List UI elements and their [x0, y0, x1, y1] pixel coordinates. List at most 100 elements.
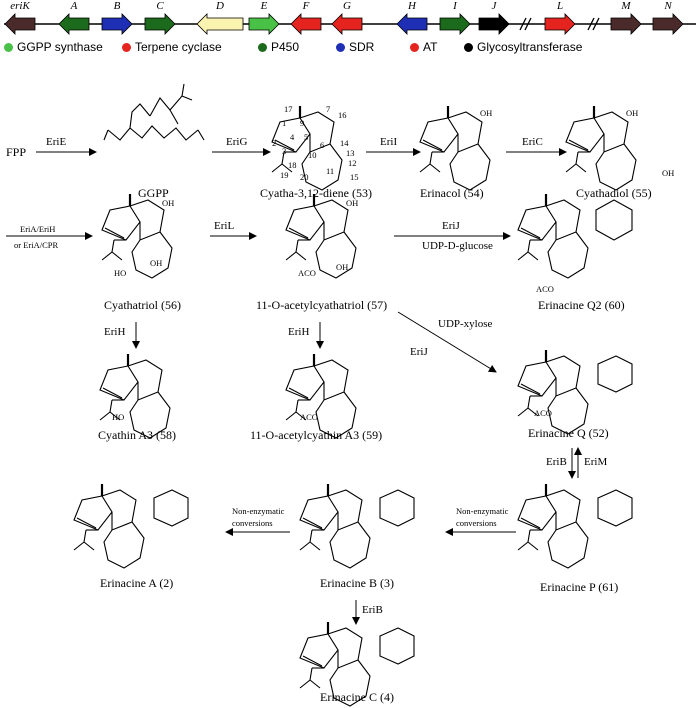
legend-label: Terpene cyclase [135, 40, 222, 54]
legend-item: AT [410, 40, 437, 54]
atom-oh: OH [336, 262, 349, 272]
legend-swatch-icon [336, 43, 345, 52]
atom-aco: ACO [536, 284, 554, 294]
enzyme-erij-1: EriJ [442, 220, 460, 232]
atom-number: 2 [272, 138, 277, 148]
gene-label-e: E [260, 0, 268, 12]
legend-label: SDR [349, 40, 375, 54]
atom-number: 3 [282, 146, 287, 156]
enzyme-erii: EriI [380, 136, 398, 148]
structure-54 [418, 104, 492, 192]
gene-arrow-j [478, 13, 510, 35]
atom-number: 4 [290, 132, 295, 142]
legend-item: SDR [336, 40, 374, 54]
gene-label-n: N [664, 0, 672, 12]
atom-aco: ACO [300, 412, 318, 422]
enzyme-erib-1: EriB [546, 456, 567, 468]
atom-number: 17 [284, 104, 293, 114]
gene-label-h: H [408, 0, 416, 12]
structure-59 [284, 352, 358, 440]
legend-item: P450 [258, 40, 299, 54]
gene-arrow-e [248, 13, 280, 35]
structure-4 [298, 620, 415, 708]
atom-oh: OH [162, 198, 175, 208]
atom-aco: ACO [534, 408, 552, 418]
gene-arrow-d [196, 13, 244, 35]
label-59: 11-O-acetylcyathin A3 (59) [250, 428, 383, 442]
ggpp-structure [103, 83, 205, 141]
legend-item: GGPP synthase [4, 40, 103, 54]
atom-number: 19 [280, 170, 289, 180]
label-fpp: FPP [6, 145, 27, 159]
atom-number: 13 [346, 148, 355, 158]
label-61: Erinacine P (61) [540, 580, 619, 594]
legend-swatch-icon [410, 43, 419, 52]
atom-number: 18 [288, 160, 297, 170]
legend-item: Terpene cyclase [122, 40, 222, 54]
gene-arrow-n [652, 13, 684, 35]
gene-arrow-a [58, 13, 90, 35]
gene-label-b: B [113, 0, 121, 12]
gene-label-l: L [556, 0, 564, 12]
gene-arrow-erik [4, 13, 36, 35]
gene-label-m: M [621, 0, 631, 12]
label-58: Cyathin A3 (58) [98, 428, 176, 442]
enzyme-eric: EriC [522, 136, 543, 148]
enzyme-eril: EriL [214, 220, 235, 232]
structure-3 [298, 482, 415, 570]
label-60: Erinacine Q2 (60) [538, 298, 625, 312]
label-nonenzymatic-1a: Non-enzymatic [456, 506, 509, 516]
enzyme-erim: EriM [584, 456, 608, 468]
label-3: Erinacine B (3) [320, 576, 394, 590]
legend-swatch-icon [258, 43, 267, 52]
atom-ho: HO [114, 268, 127, 278]
gene-label-i: I [453, 0, 457, 12]
legend-label: P450 [271, 40, 300, 54]
substrate-udp-glucose: UDP-D-glucose [422, 240, 493, 252]
gene-arrow-f [290, 13, 322, 35]
gene-arrow-c [144, 13, 176, 35]
legend-swatch-icon [122, 43, 131, 52]
atom-number: 14 [340, 138, 349, 148]
label-56: Cyathatriol (56) [104, 298, 181, 312]
atom-number: 12 [348, 158, 357, 168]
enzyme-eria-cpr: or EriA/CPR [14, 240, 59, 250]
label-53: Cyatha-3,12-diene (53) [260, 186, 372, 200]
gene-arrow-i [439, 13, 471, 35]
atom-number: 9 [300, 118, 305, 128]
atom-number: 7 [326, 104, 331, 114]
gene-label-f: F [302, 0, 310, 12]
label-nonenzymatic-2a: Non-enzymatic [232, 506, 285, 516]
gene-arrow-h [396, 13, 428, 35]
gene-arrow-b [101, 13, 133, 35]
legend-swatch-icon [464, 43, 473, 52]
enzyme-erih-1: EriH [104, 326, 126, 338]
legend-label: Glycosyltransferase [477, 40, 583, 54]
atom-oh: OH [150, 258, 163, 268]
gene-arrow-m [610, 13, 642, 35]
label-57: 11-O-acetylcyathatriol (57) [256, 298, 388, 312]
structure-52 [516, 348, 633, 436]
label-4: Erinacine C (4) [320, 690, 394, 704]
structure-2 [72, 482, 189, 570]
atom-number: 5 [304, 132, 309, 142]
legend-label: GGPP synthase [17, 40, 103, 54]
label-54: Erinacol (54) [420, 186, 484, 200]
enzyme-eriah: EriA/EriH [20, 224, 56, 234]
atom-aco: ACO [298, 268, 316, 278]
enzyme-erih-2: EriH [288, 326, 310, 338]
structure-60 [516, 192, 633, 280]
enzyme-erig: EriG [226, 136, 248, 148]
gene-label-erik: eriK [10, 0, 30, 12]
atom-number: 15 [350, 172, 359, 182]
atom-oh: OH [626, 108, 639, 118]
atom-oh: OH [662, 168, 675, 178]
gene-label-j: J [491, 0, 497, 12]
atom-oh: OH [480, 108, 493, 118]
structure-61 [516, 482, 633, 570]
atom-number: 16 [338, 110, 347, 120]
label-52: Erinacine Q (52) [528, 426, 609, 440]
enzyme-erie: EriE [46, 136, 67, 148]
